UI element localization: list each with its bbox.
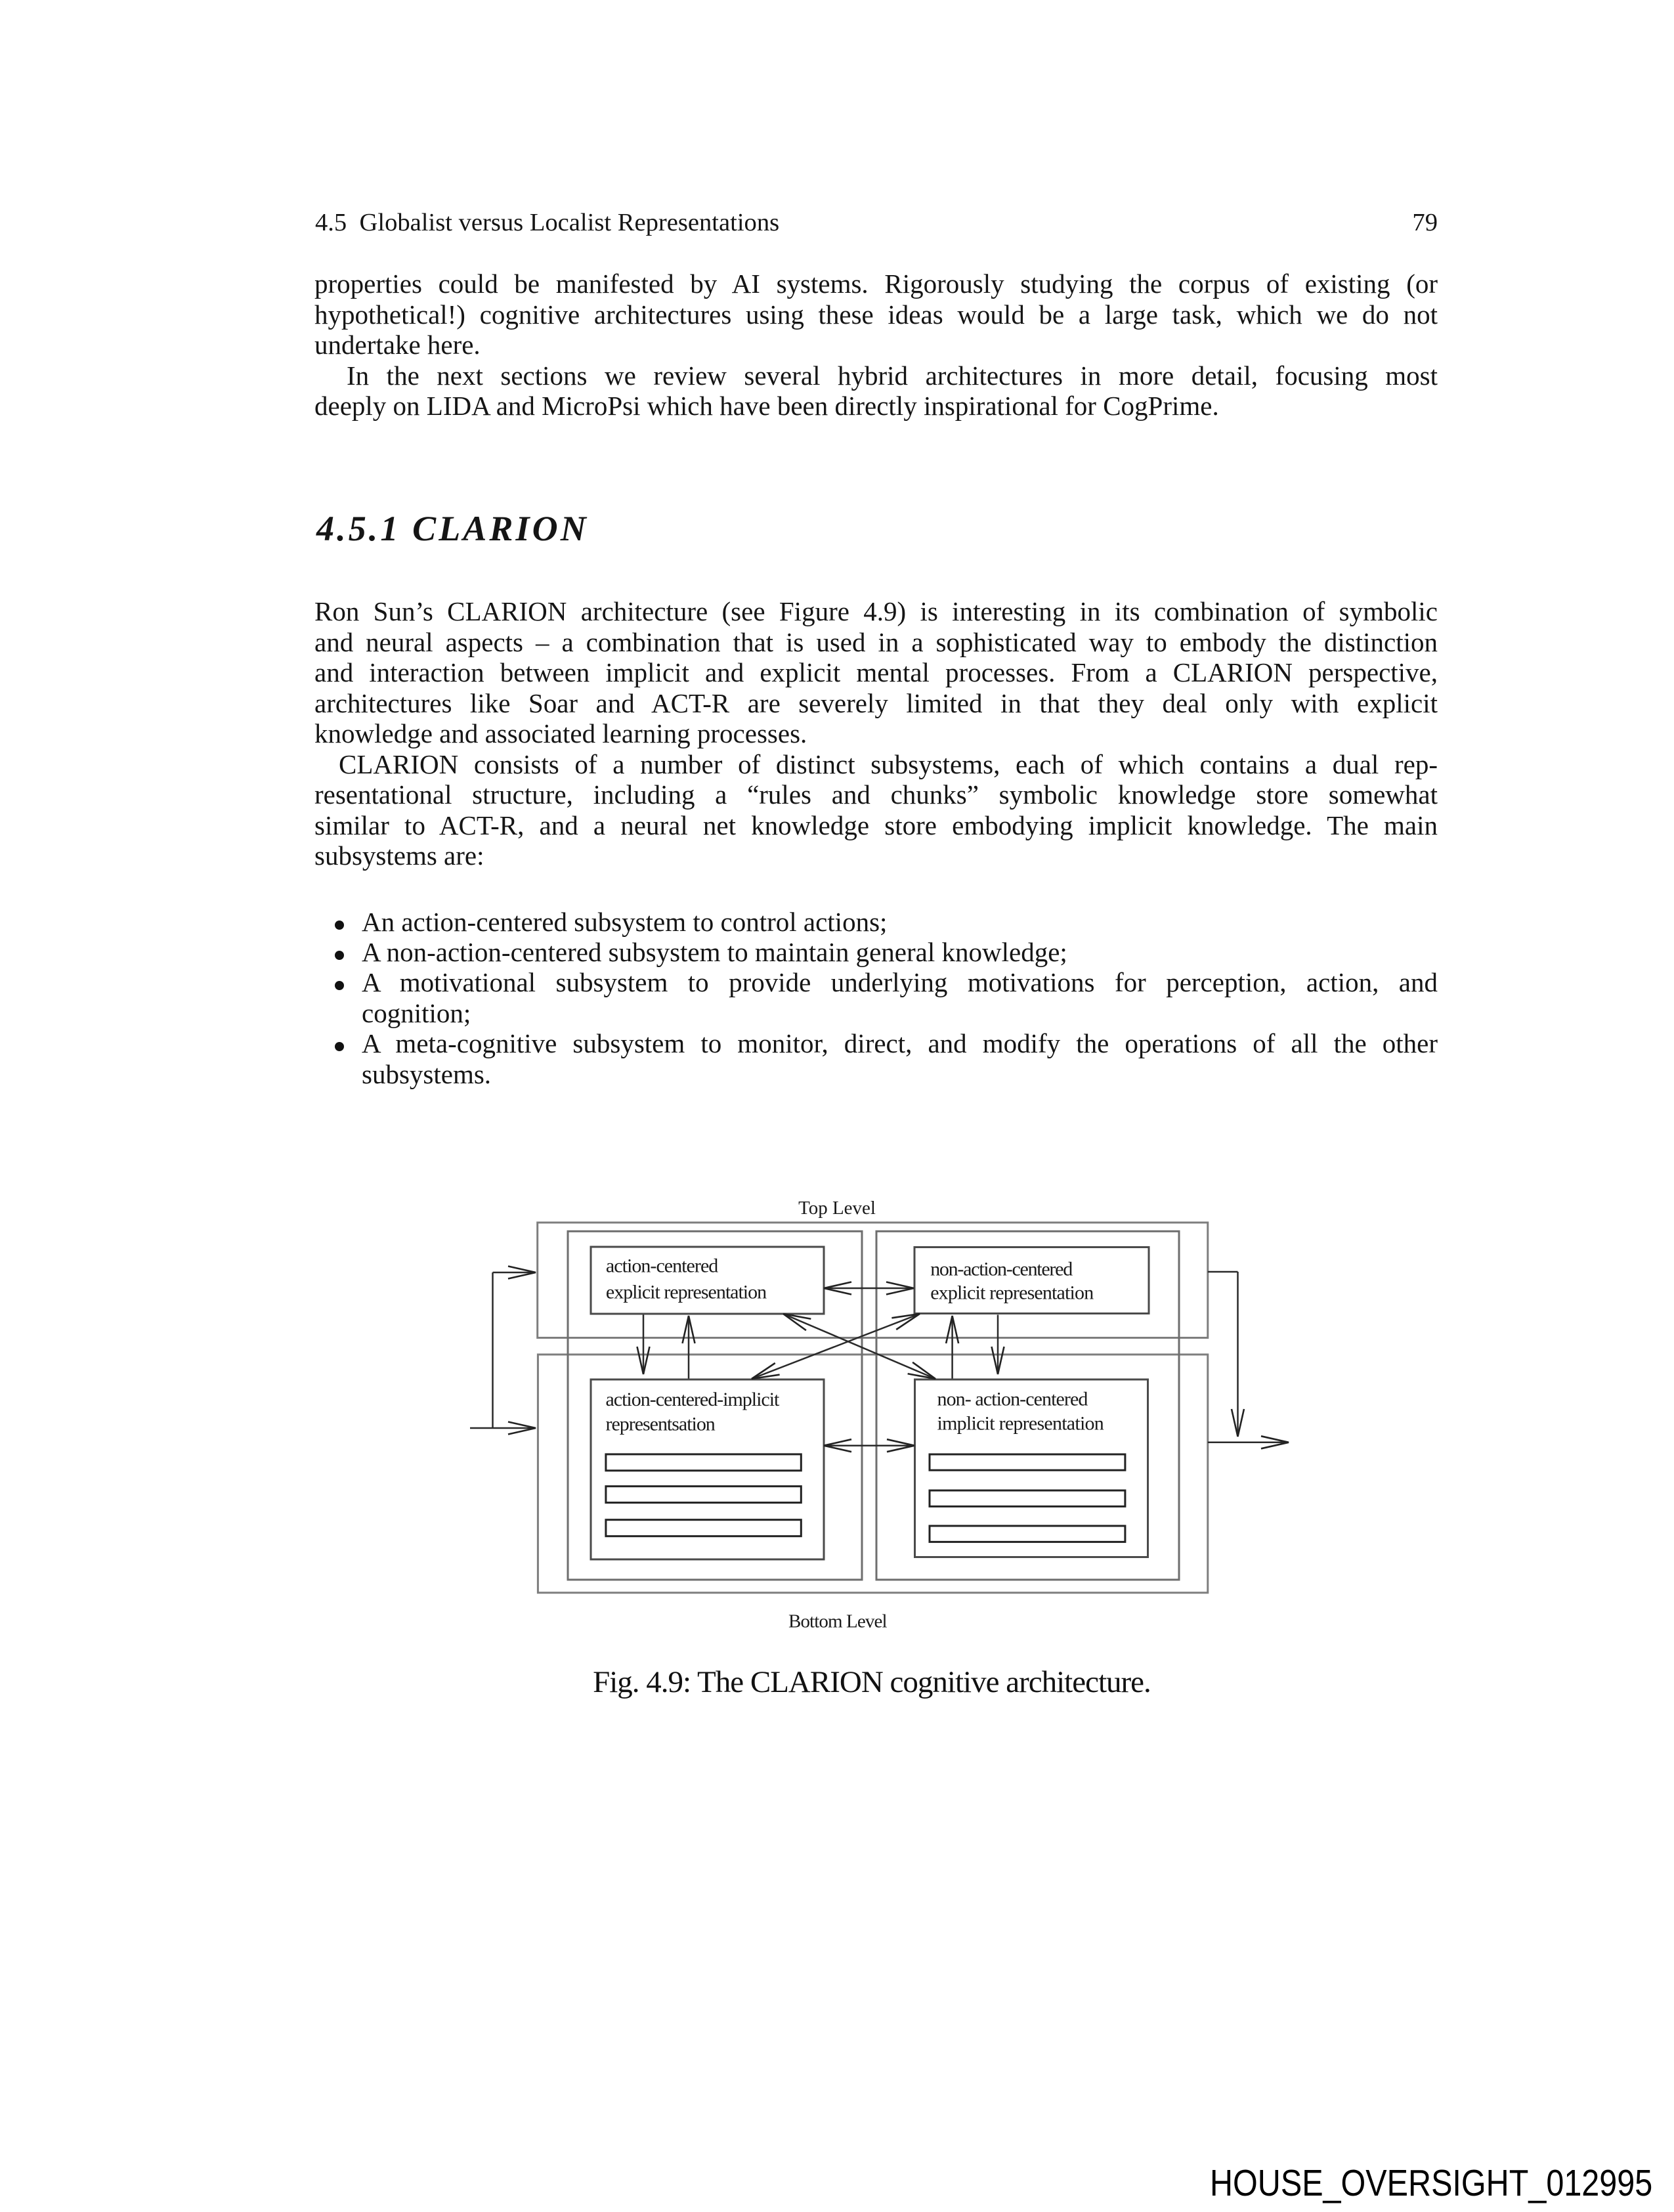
svg-text:action-centered-implicit: action-centered-implicit — [606, 1389, 781, 1410]
svg-text:Fig. 4.9: The CLARION cognitiv: Fig. 4.9: The CLARION cognitive architec… — [593, 1665, 1151, 1699]
svg-text:non- action-centered: non- action-centered — [937, 1388, 1088, 1410]
svg-text:non-action-centered: non-action-centered — [930, 1259, 1073, 1280]
svg-text:representsation: representsation — [606, 1414, 716, 1435]
svg-text:action-centered: action-centered — [606, 1255, 718, 1277]
svg-text:Bottom Level: Bottom Level — [788, 1611, 888, 1632]
svg-text:explicit representation: explicit representation — [930, 1282, 1094, 1304]
svg-text:explicit representation: explicit representation — [606, 1281, 767, 1303]
svg-text:implicit representation: implicit representation — [937, 1413, 1104, 1435]
svg-text:Top Level: Top Level — [798, 1198, 876, 1219]
